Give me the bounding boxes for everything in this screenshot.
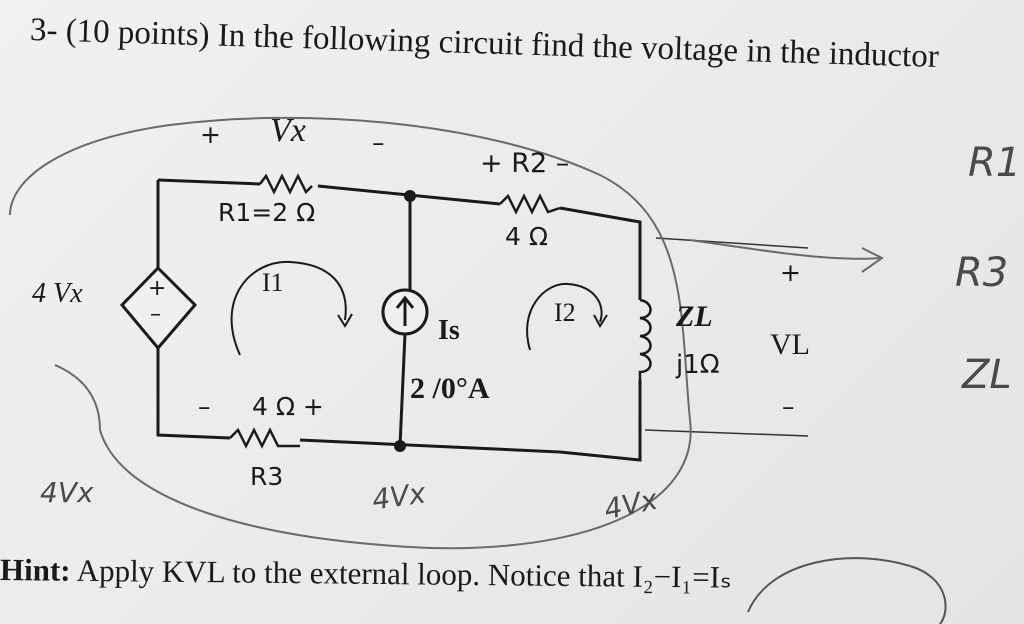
resistor-r1 <box>259 173 313 195</box>
wire-is-bottom <box>398 333 407 447</box>
resistor-r2 <box>499 193 561 215</box>
inductor-zl <box>638 298 652 380</box>
mesh1-arc <box>230 260 347 356</box>
vx-label: Vx <box>270 112 306 149</box>
dependent-source-minus: – <box>150 302 161 327</box>
handwritten-note-4vx-left: 4Vx <box>40 476 94 509</box>
handwritten-note-r1: R1 <box>968 140 1022 186</box>
r2-label: + R2 – <box>480 148 570 179</box>
wire-bottom-mid <box>299 438 561 454</box>
r1-label: R1=2 Ω <box>218 198 316 227</box>
dependent-source-diamond <box>119 265 198 351</box>
r3-label: R3 <box>250 462 284 491</box>
wire-top-right <box>559 206 642 300</box>
r3-value: 4 Ω + <box>252 392 324 421</box>
dependent-source-label: 4 Vx <box>32 278 83 309</box>
handwritten-arrow-line <box>689 239 881 260</box>
vl-line-bottom <box>644 429 809 437</box>
vl-line-top <box>655 237 809 249</box>
r3-minus: – <box>198 392 211 421</box>
dependent-source-plus: + <box>148 276 167 301</box>
zl-value: j1Ω <box>676 350 720 380</box>
current-source-arrow-icon <box>395 295 415 326</box>
mesh1-arrow-icon <box>337 313 353 328</box>
handwritten-loop <box>9 116 692 550</box>
mesh2-label: I2 <box>554 298 576 327</box>
handwritten-arrow-icon <box>861 247 884 273</box>
handwritten-circle-hint <box>747 557 947 624</box>
hint-prefix: Hint: <box>0 552 71 588</box>
mesh1-label: I1 <box>262 268 284 297</box>
is-label: Is <box>438 315 460 346</box>
mesh2-arrow-icon <box>593 314 608 328</box>
vl-minus: – <box>782 392 795 421</box>
handwritten-note-r3: R3 <box>955 250 1009 296</box>
r2-value: 4 Ω <box>505 222 548 251</box>
vl-label: VL <box>770 328 810 361</box>
mesh2-arc <box>526 282 603 351</box>
is-value: 2 /0°A <box>410 372 490 405</box>
hint-equation: I₂−I₁=Iₛ <box>632 558 732 595</box>
zl-label: ZL <box>676 300 713 333</box>
hint-text: Apply KVL to the external loop. Notice t… <box>70 552 633 594</box>
hint-line: Hint: Apply KVL to the external loop. No… <box>0 552 732 596</box>
wire-left-bottom <box>156 345 231 440</box>
vl-plus: + <box>780 258 801 287</box>
wire-bottom-right <box>559 380 642 462</box>
vx-minus: – <box>372 128 385 157</box>
wire-top-left <box>157 178 261 186</box>
vx-plus: + <box>200 120 221 149</box>
node-bottom <box>394 440 406 452</box>
node-top <box>404 190 416 202</box>
resistor-r3 <box>229 427 300 449</box>
handwritten-note-zl: ZL <box>962 352 1012 398</box>
